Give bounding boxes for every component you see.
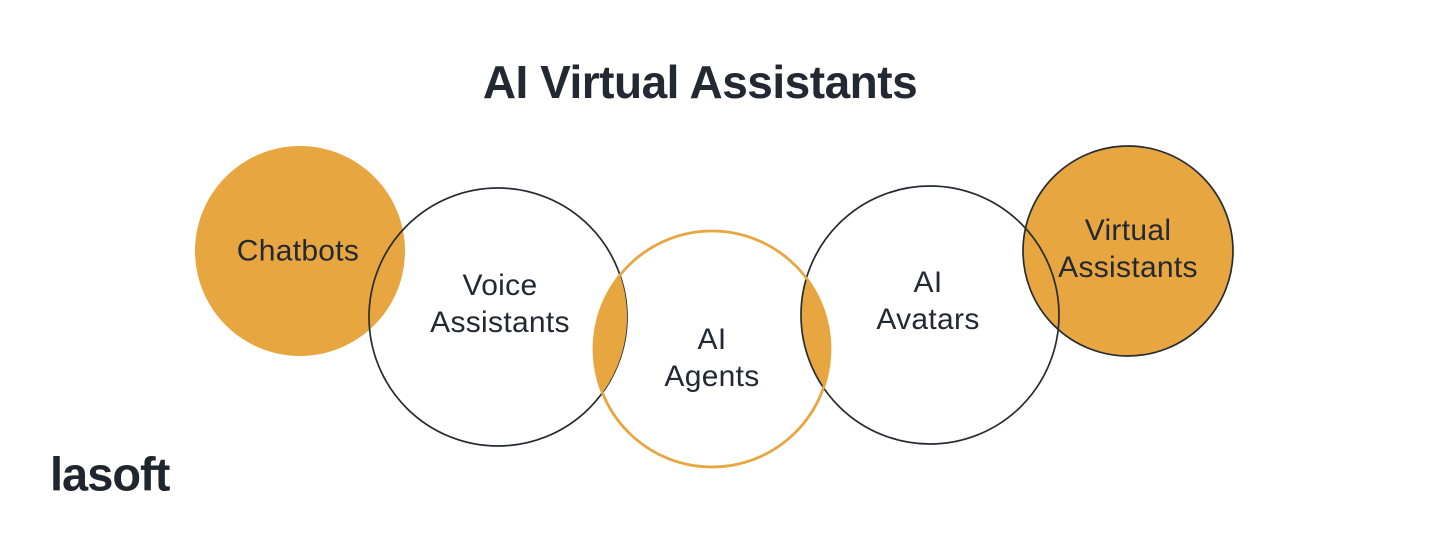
ai-avatars-label: AI Avatars xyxy=(876,266,980,336)
voice-assistants-label: Voice Assistants xyxy=(430,269,570,339)
ai-agents-label: AI Agents xyxy=(664,323,760,393)
ai-agents-circle xyxy=(592,229,832,469)
chatbots-circle xyxy=(195,146,405,356)
ai-avatars-circle xyxy=(800,185,1060,445)
virtual-assistants-circle xyxy=(1022,145,1234,357)
page-title: AI Virtual Assistants xyxy=(482,56,918,108)
chatbots-label: Chatbots xyxy=(236,234,360,268)
virtual-assistants-label: Virtual Assistants xyxy=(1058,214,1198,284)
lasoft-logo: lasoft xyxy=(50,447,170,501)
